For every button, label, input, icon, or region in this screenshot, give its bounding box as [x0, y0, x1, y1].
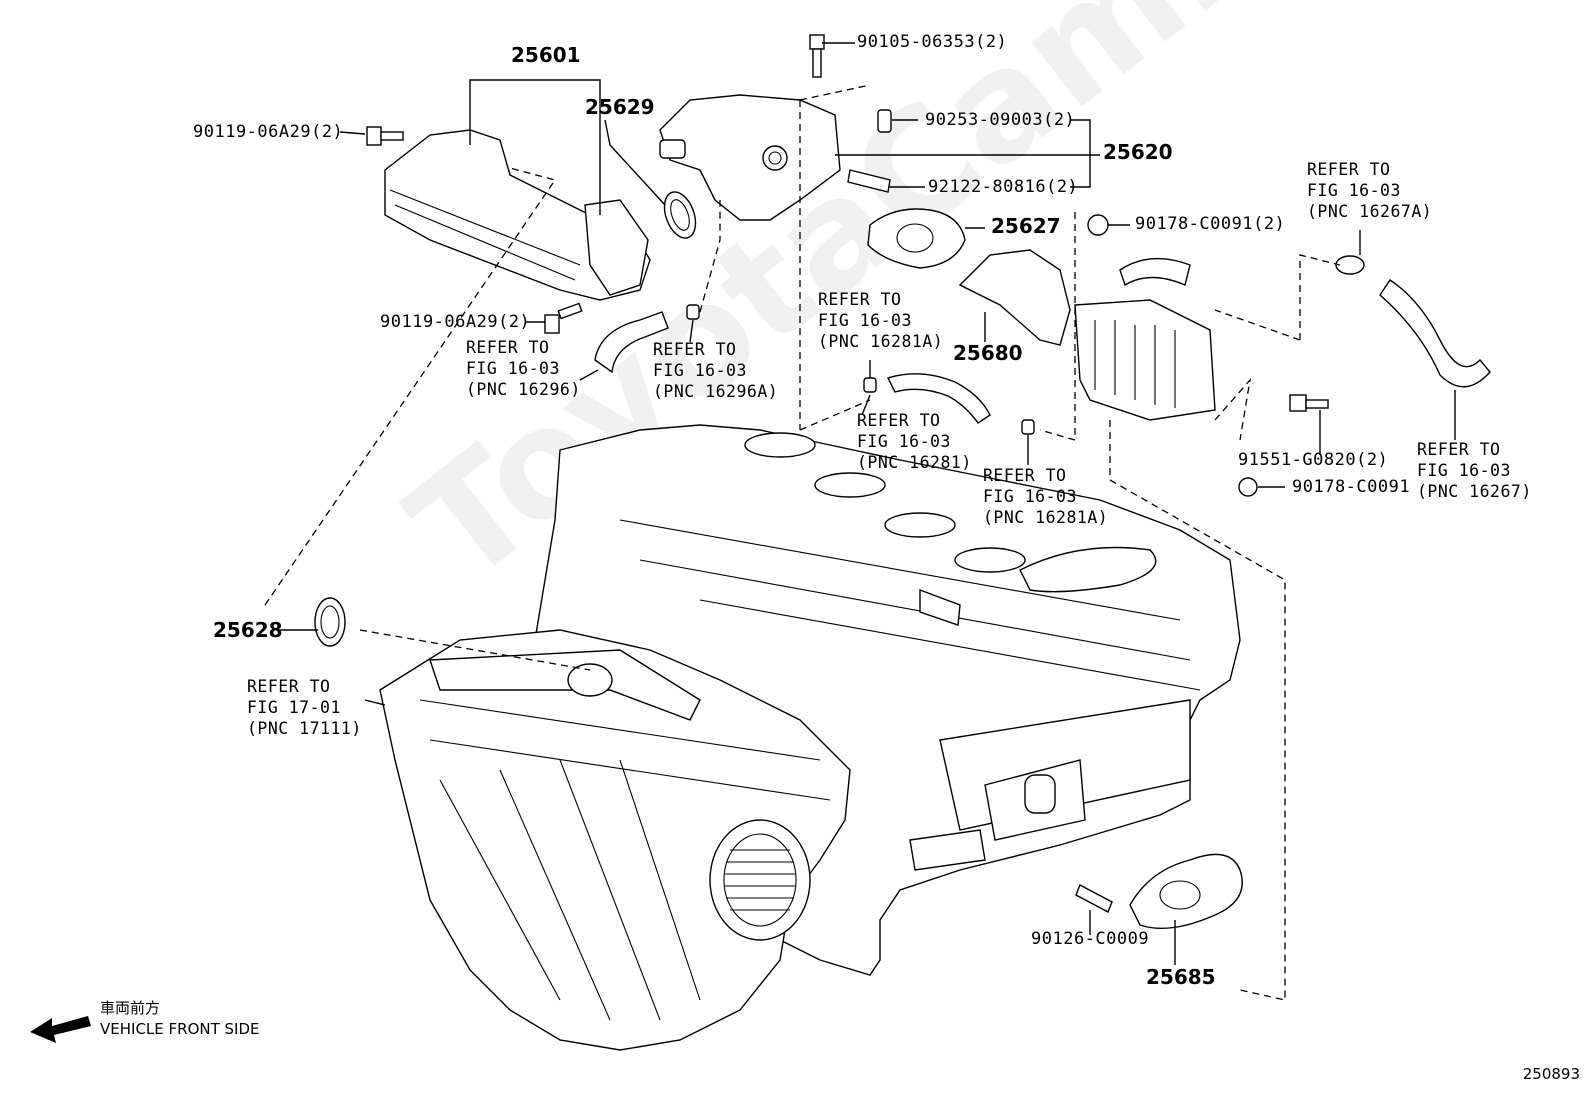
- ref-callout-17111[interactable]: REFER TO FIG 17-01 (PNC 17111): [247, 676, 362, 739]
- vehicle-front-arrow-icon: [30, 1016, 91, 1043]
- fasteners: [366, 34, 1329, 913]
- ref-line: REFER TO: [247, 677, 331, 696]
- ref-callout-16267[interactable]: REFER TO FIG 16-03 (PNC 16267): [1417, 439, 1532, 502]
- ref-callout-16267a[interactable]: REFER TO FIG 16-03 (PNC 16267A): [1307, 159, 1432, 222]
- bolt-label-90105: 90105-06353(2): [857, 32, 1008, 52]
- part-label-25629: 25629: [585, 95, 655, 119]
- ref-callout-16281a-bottom[interactable]: REFER TO FIG 16-03 (PNC 16281A): [983, 465, 1108, 528]
- ref-line: FIG 16-03: [983, 487, 1077, 506]
- ref-line: FIG 16-03: [653, 361, 747, 380]
- bolt-label-90119-b: 90119-06A29(2): [380, 312, 531, 332]
- ref-line: REFER TO: [857, 411, 941, 430]
- ref-line: FIG 17-01: [247, 698, 341, 717]
- stud-label-90126: 90126-C0009: [1031, 929, 1150, 949]
- gasket-25629: [663, 191, 697, 239]
- egr-cooler-25680: [958, 249, 1216, 421]
- ref-line: FIG 16-03: [466, 359, 560, 378]
- ref-line: (PNC 16281A): [818, 332, 944, 351]
- intake-manifold: [379, 629, 851, 1051]
- ref-callout-16281[interactable]: REFER TO FIG 16-03 (PNC 16281): [857, 410, 972, 473]
- ref-line: FIG 16-03: [818, 311, 912, 330]
- ref-line: (PNC 16281): [857, 453, 972, 472]
- gasket-25627: [867, 208, 966, 269]
- ref-line: (PNC 16267A): [1307, 202, 1433, 221]
- egr-pipe-25601: [384, 129, 651, 301]
- gasket-25628: [314, 597, 346, 647]
- part-label-25628: 25628: [213, 618, 283, 642]
- bolt-label-90119-a: 90119-06A29(2): [193, 122, 344, 142]
- ref-callout-16296[interactable]: REFER TO FIG 16-03 (PNC 16296): [466, 337, 581, 400]
- ref-line: REFER TO: [653, 340, 737, 359]
- ref-line: (PNC 17111): [247, 719, 362, 738]
- ref-line: (PNC 16281A): [983, 508, 1109, 527]
- ref-callout-16281a-top[interactable]: REFER TO FIG 16-03 (PNC 16281A): [818, 289, 943, 352]
- ref-line: REFER TO: [466, 338, 550, 357]
- ref-line: (PNC 16296A): [653, 382, 779, 401]
- ref-line: REFER TO: [983, 466, 1067, 485]
- figure-id: 250893: [1522, 1065, 1580, 1083]
- ref-line: REFER TO: [818, 290, 902, 309]
- ref-line: REFER TO: [1417, 440, 1501, 459]
- ref-line: FIG 16-03: [1307, 181, 1401, 200]
- bolt-label-91551: 91551-G0820(2): [1238, 450, 1389, 470]
- part-label-25685: 25685: [1146, 965, 1216, 989]
- leader-lines: [278, 42, 1456, 965]
- stud-label-92122: 92122-80816(2): [928, 177, 1079, 197]
- ref-line: FIG 16-03: [857, 432, 951, 451]
- nut-label-90178-a: 90178-C0091(2): [1135, 214, 1286, 234]
- ref-line: REFER TO: [1307, 160, 1391, 179]
- pin-label-90253: 90253-09003(2): [925, 110, 1076, 130]
- legend-japanese: 車両前方: [100, 999, 161, 1017]
- nut-label-90178-b: 90178-C0091: [1292, 477, 1411, 497]
- part-label-25680: 25680: [953, 341, 1023, 365]
- gasket-25685: [1129, 853, 1243, 930]
- assembly-dashed-lines: [264, 84, 1341, 1001]
- vehicle-front-legend: 車両前方 VEHICLE FRONT SIDE: [100, 998, 260, 1040]
- ref-line: FIG 16-03: [1417, 461, 1511, 480]
- ref-line: (PNC 16296): [466, 380, 581, 399]
- ref-line: (PNC 16267): [1417, 482, 1532, 501]
- part-label-25620: 25620: [1103, 140, 1173, 164]
- legend-english: VEHICLE FRONT SIDE: [100, 1020, 260, 1038]
- ref-callout-16296a[interactable]: REFER TO FIG 16-03 (PNC 16296A): [653, 339, 778, 402]
- hoses: [594, 255, 1491, 435]
- part-label-25601: 25601: [511, 43, 581, 67]
- part-label-25627: 25627: [991, 214, 1061, 238]
